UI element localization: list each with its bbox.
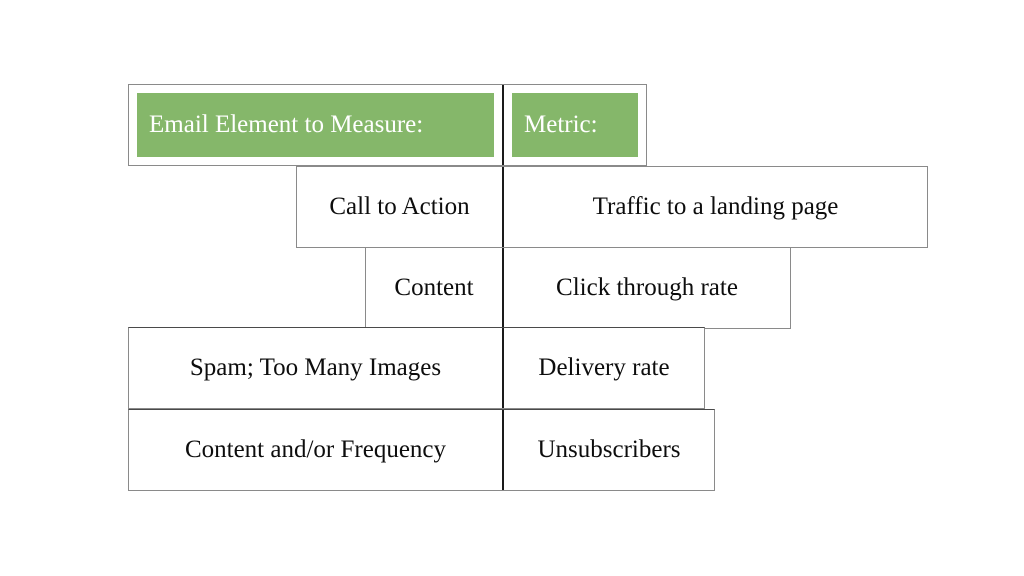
cell-metric: Unsubscribers <box>502 410 714 490</box>
table-row: Call to Action Traffic to a landing page <box>296 166 928 248</box>
cell-element: Spam; Too Many Images <box>129 328 502 408</box>
cell-element: Content <box>366 248 502 328</box>
table-row: Spam; Too Many Images Delivery rate <box>128 327 705 409</box>
cell-element: Call to Action <box>297 167 502 247</box>
table-row: Content and/or Frequency Unsubscribers <box>128 409 715 491</box>
table-header-row: Email Element to Measure: Metric: <box>128 84 647 166</box>
cell-metric: Click through rate <box>502 248 790 328</box>
cell-metric: Traffic to a landing page <box>502 167 927 247</box>
header-cell-metric: Metric: <box>502 85 646 165</box>
table-row: Content Click through rate <box>365 247 791 329</box>
cell-metric: Delivery rate <box>502 328 704 408</box>
cell-element: Content and/or Frequency <box>129 410 502 490</box>
header-label-element: Email Element to Measure: <box>137 93 494 157</box>
header-label-metric: Metric: <box>512 93 638 157</box>
header-cell-element: Email Element to Measure: <box>129 85 502 165</box>
